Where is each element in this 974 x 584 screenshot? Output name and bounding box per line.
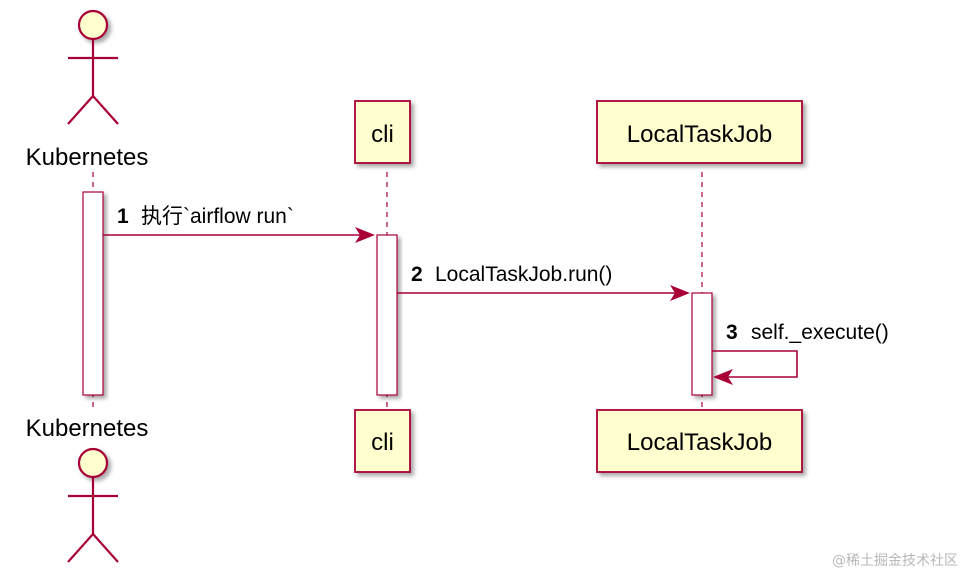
activation-localtaskjob [691, 292, 713, 396]
participant-label-cli-bottom: cli [371, 429, 394, 456]
activation-kubernetes [82, 191, 104, 396]
actor-kubernetes-bottom [67, 447, 119, 563]
arrowhead-icon [355, 227, 375, 243]
participant-cli-bottom: cli [354, 409, 411, 473]
message-3-number: 3 [726, 321, 738, 344]
message-2-number: 2 [411, 263, 423, 286]
message-3-text: self._execute() [751, 321, 889, 344]
message-1-text: 执行`airflow run` [141, 205, 294, 228]
message-3: 3 self._execute() [712, 321, 889, 385]
message-1-number: 1 [117, 205, 129, 228]
watermark: @稀土掘金技术社区 [832, 553, 958, 569]
participant-cli-top: cli [354, 100, 411, 164]
message-2: 2 LocalTaskJob.run() [397, 263, 690, 301]
participant-label-kubernetes-top: Kubernetes [26, 144, 149, 171]
message-1: 1 执行`airflow run` [103, 205, 375, 243]
participant-label-cli-top: cli [371, 121, 394, 148]
message-3-arrow [712, 350, 798, 378]
arrowhead-icon [670, 285, 690, 301]
actor-head-icon [77, 9, 109, 41]
participant-localtaskjob-bottom: LocalTaskJob [596, 409, 803, 473]
activation-cli [376, 234, 398, 396]
actor-head-icon [77, 447, 109, 479]
message-2-text: LocalTaskJob.run() [435, 263, 612, 286]
participant-label-localtaskjob-bottom: LocalTaskJob [627, 429, 772, 456]
participant-label-localtaskjob-top: LocalTaskJob [627, 121, 772, 148]
arrowhead-icon [713, 369, 733, 385]
actor-kubernetes-top [67, 9, 119, 125]
participant-localtaskjob-top: LocalTaskJob [596, 100, 803, 164]
participant-label-kubernetes-bottom: Kubernetes [26, 415, 149, 442]
activations [82, 191, 713, 396]
